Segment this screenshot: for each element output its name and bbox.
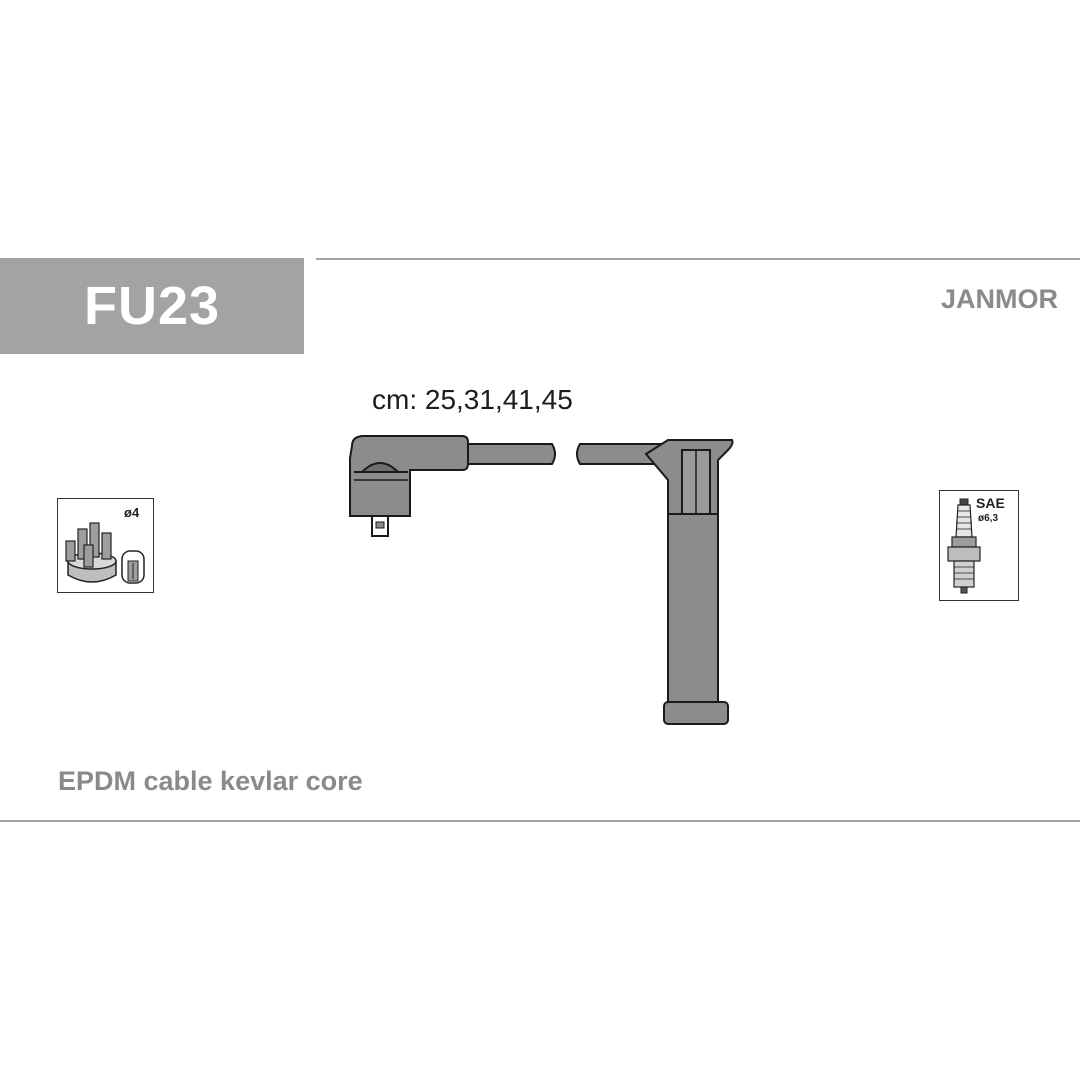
footer-rule [0,820,1080,822]
spark-plug-drawing [947,498,981,594]
cable-lengths: cm: 25,31,41,45 [372,384,573,415]
header-rule [316,258,1080,260]
material-description: EPDM cable kevlar core [58,766,363,796]
distributor-boot [349,435,469,537]
cable-segment-left [467,443,556,465]
spark-plug-type-label: SAE [976,495,1005,511]
product-code: FU23 [83,276,221,336]
brand-name: JANMOR [940,284,1058,314]
distributor-diameter-label: ø4 [124,505,140,520]
product-code-box: FU23 [0,258,304,354]
spark-plug-diameter-label: ø6,3 [978,513,999,524]
distributor-cap-drawing [65,522,145,584]
spark-plug-icon: SAE ø6,3 [939,490,1019,601]
spark-plug-boot [644,439,734,725]
distributor-cap-icon: ø4 [57,498,154,593]
cable-segment-right [576,443,667,465]
ignition-cable-drawing [349,435,734,725]
